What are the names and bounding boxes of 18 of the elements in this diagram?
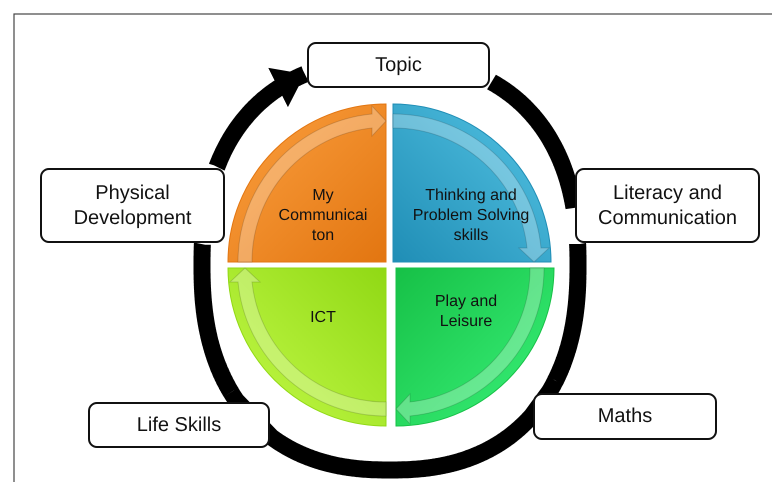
- quadrant-segment: [393, 104, 551, 262]
- box-label: Life Skills: [136, 412, 222, 438]
- box-label: Physical Development: [72, 180, 192, 230]
- segment-label: Play and Leisure: [434, 292, 498, 332]
- topic-box: [88, 402, 270, 448]
- topic-box: [40, 168, 225, 243]
- quadrant-segment: [396, 268, 554, 426]
- segment-label: My Communicai ton: [278, 186, 368, 246]
- quadrant-segment: [228, 104, 386, 262]
- box-label: Topic: [375, 52, 422, 78]
- quadrant-segment: [228, 268, 386, 426]
- segment-label: ICT: [309, 308, 337, 328]
- topic-box: [307, 42, 490, 88]
- topic-box: [533, 393, 717, 440]
- topic-box: [575, 168, 760, 243]
- segment-label: Thinking and Problem Solving skills: [412, 186, 530, 246]
- box-label: Literacy and Communication: [597, 180, 738, 230]
- box-label: Maths: [598, 404, 652, 429]
